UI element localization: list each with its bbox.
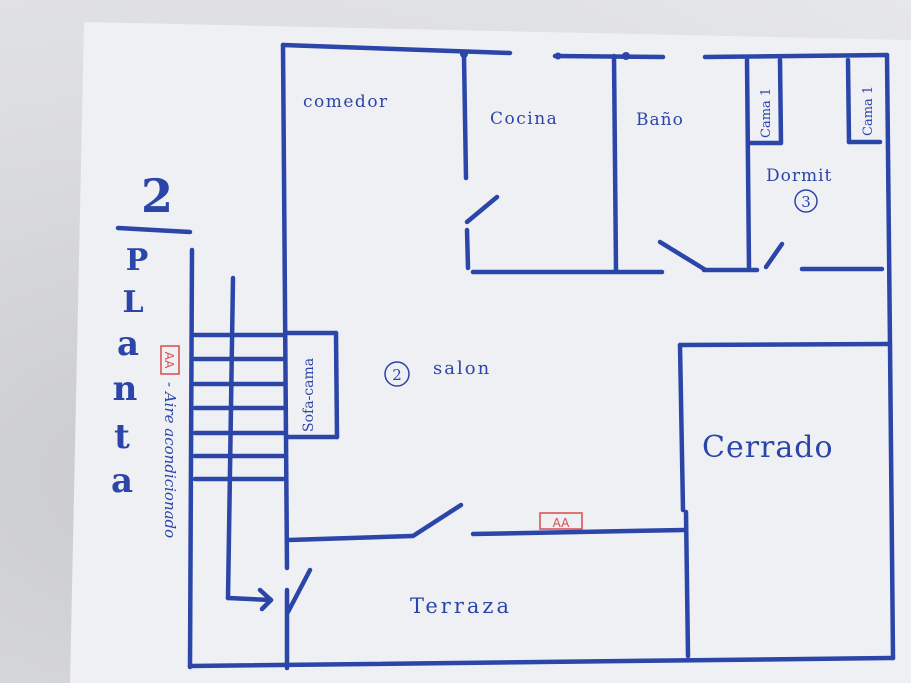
stair-left-rail [187,247,195,670]
bed-label-left: Cama 1 [759,88,774,138]
dormitorio-number-circle [794,189,818,213]
wall-cocina-stub [464,227,471,271]
salon-number-circle [384,361,410,387]
sofa-right [333,330,340,440]
room-label-cerrado: Cerrado [702,430,834,465]
wall-comedor-cocina [461,53,469,181]
room-label-comedor: comedor [303,92,389,112]
wall-cerrado-left-lower [683,509,691,659]
paper [70,22,911,683]
wall-bano-dormit [744,57,752,271]
floor-letter: a [117,324,139,364]
door-cocina [464,194,500,225]
wall-cerrado-left-upper [677,342,686,513]
door-dormit [763,241,785,270]
floor-underline [115,225,193,235]
room-label-salon: salon [433,358,491,379]
wall-joints [460,50,630,60]
door-stair [285,567,313,615]
stair-arrow-head-b [259,597,274,612]
aa-legend-badge: AA [162,352,176,370]
floor-letter: L [122,285,143,320]
floor-letter: P [126,243,149,278]
stair-arrow-head-a [257,587,274,603]
salon-number: 2 [392,366,402,384]
aa-wall-badge: AA [553,516,571,530]
aa-legend-text: - Aire acondicionado [161,382,179,538]
wall-salon-terraza-left [286,533,415,543]
floor-word: P L a n t a [111,243,148,501]
wall-cocina-bano [611,53,619,273]
room-label-cocina: Cocina [490,109,558,129]
wall-top-mid [552,53,666,60]
walls [187,42,896,671]
wall-bottom [187,655,896,669]
room-label-terraza: Terraza [410,594,512,618]
wall-left-main [280,42,290,571]
door-bano [657,239,707,272]
wall-top-left [280,42,513,56]
room-label-dormitorio: Dormit [766,166,832,186]
sofa-label: Sofa-cama [301,358,317,432]
floor-letter: n [113,369,138,409]
floor-number: 2 [141,169,173,223]
stair-arrow-shaft [225,595,273,603]
stair-center-rail [225,275,236,601]
wall-cerrado-top [677,341,891,348]
aa-legend: AA - Aire acondicionado [160,345,180,538]
stair-treads [192,332,286,482]
floor-letter: a [111,461,133,501]
dormitorio-number: 3 [801,193,811,211]
bed-left-side [777,57,784,146]
wall-right-upper [884,52,893,348]
wall-salon-terraza-right [470,527,687,537]
bed-label-right: Cama 1 [861,86,876,136]
aa-legend-box [160,345,180,375]
wall-right-lower [887,342,896,661]
aa-wall-marker: AA [539,512,583,530]
wall-top-right [702,52,890,60]
room-label-bano: Baño [636,110,684,130]
bed-right-side [845,57,852,145]
door-terraza [410,502,464,539]
floor-letter: t [114,417,130,457]
